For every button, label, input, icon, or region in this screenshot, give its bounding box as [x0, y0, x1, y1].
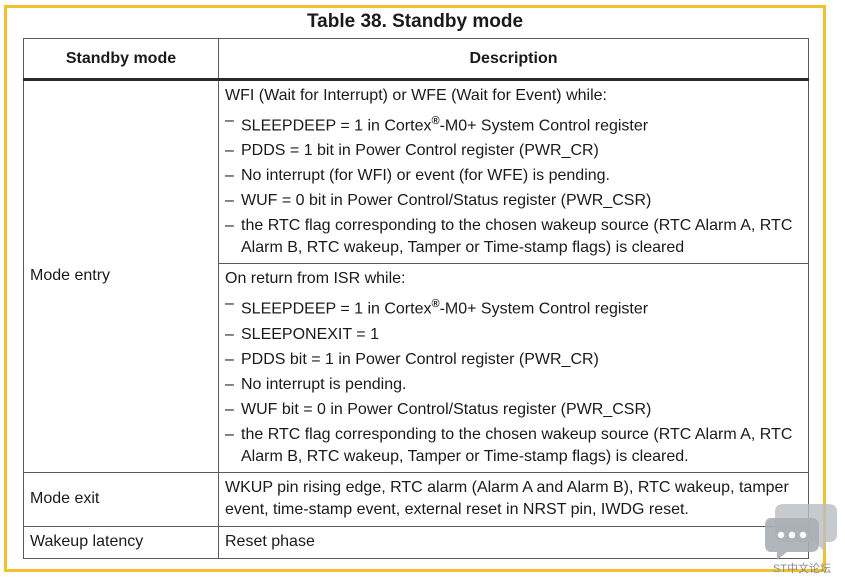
list-item: – No interrupt (for WFI) or event (for W… [225, 167, 610, 185]
standby-mode-table: Standby mode Description Mode entry WFI … [23, 38, 809, 559]
sleepdeep-text-suffix: -M0+ System Control register [439, 117, 649, 135]
dash: – [225, 112, 234, 129]
mode-entry-description-wfi: WFI (Wait for Interrupt) or WFE (Wait fo… [218, 78, 809, 265]
list-item: – PDDS bit = 1 in Power Control register… [225, 350, 599, 368]
table-frame [4, 5, 826, 572]
isr-intro: On return from ISR while: [225, 270, 406, 288]
registered-mark: ® [431, 115, 440, 127]
watermark: ST中文论坛 [765, 500, 839, 580]
table-row-mode-entry-2: On return from ISR while: – SLEEPDEEP = … [24, 263, 809, 473]
list-item: – the RTC flag corresponding to the chos… [225, 217, 793, 257]
chat-bubble-icon [765, 504, 837, 560]
table-row-mode-exit: Mode exit WKUP pin rising edge, RTC alar… [23, 471, 809, 527]
table-row-mode-entry-1: Mode entry WFI (Wait for Interrupt) or W… [23, 78, 809, 473]
table-header-row: Standby mode Description [23, 38, 809, 81]
header-description: Description [218, 38, 809, 81]
list-item: – SLEEPONEXIT = 1 [225, 325, 379, 343]
list-item: – SLEEPDEEP = 1 in Cortex®-M0+ System Co… [225, 110, 802, 137]
wakeup-latency-label: Wakeup latency [23, 525, 219, 559]
list-item: – WUF = 0 bit in Power Control/Status re… [225, 192, 652, 210]
mode-entry-description-isr: On return from ISR while: – SLEEPDEEP = … [218, 263, 809, 473]
mode-exit-label: Mode exit [23, 471, 219, 527]
mode-exit-description: WKUP pin rising edge, RTC alarm (Alarm A… [218, 471, 809, 527]
wakeup-latency-description: Reset phase [218, 525, 809, 559]
header-standby-mode: Standby mode [23, 38, 219, 81]
list-item: – WUF bit = 0 in Power Control/Status re… [225, 400, 652, 418]
wfi-intro: WFI (Wait for Interrupt) or WFE (Wait fo… [225, 87, 607, 104]
list-item: – the RTC flag corresponding to the chos… [225, 425, 793, 465]
list-item: – No interrupt is pending. [225, 375, 407, 393]
table-row-wakeup-latency: Wakeup latency Reset phase [23, 525, 809, 559]
table-title: Table 38. Standby mode [306, 11, 524, 32]
list-item: – SLEEPDEEP = 1 in Cortex®-M0+ System Co… [225, 295, 649, 318]
mode-entry-label: Mode entry [23, 79, 219, 473]
watermark-text: ST中文论坛 [772, 563, 832, 575]
list-item: – PDDS = 1 bit in Power Control register… [225, 142, 599, 160]
sleepdeep-text: SLEEPDEEP = 1 in Cortex [241, 117, 432, 135]
